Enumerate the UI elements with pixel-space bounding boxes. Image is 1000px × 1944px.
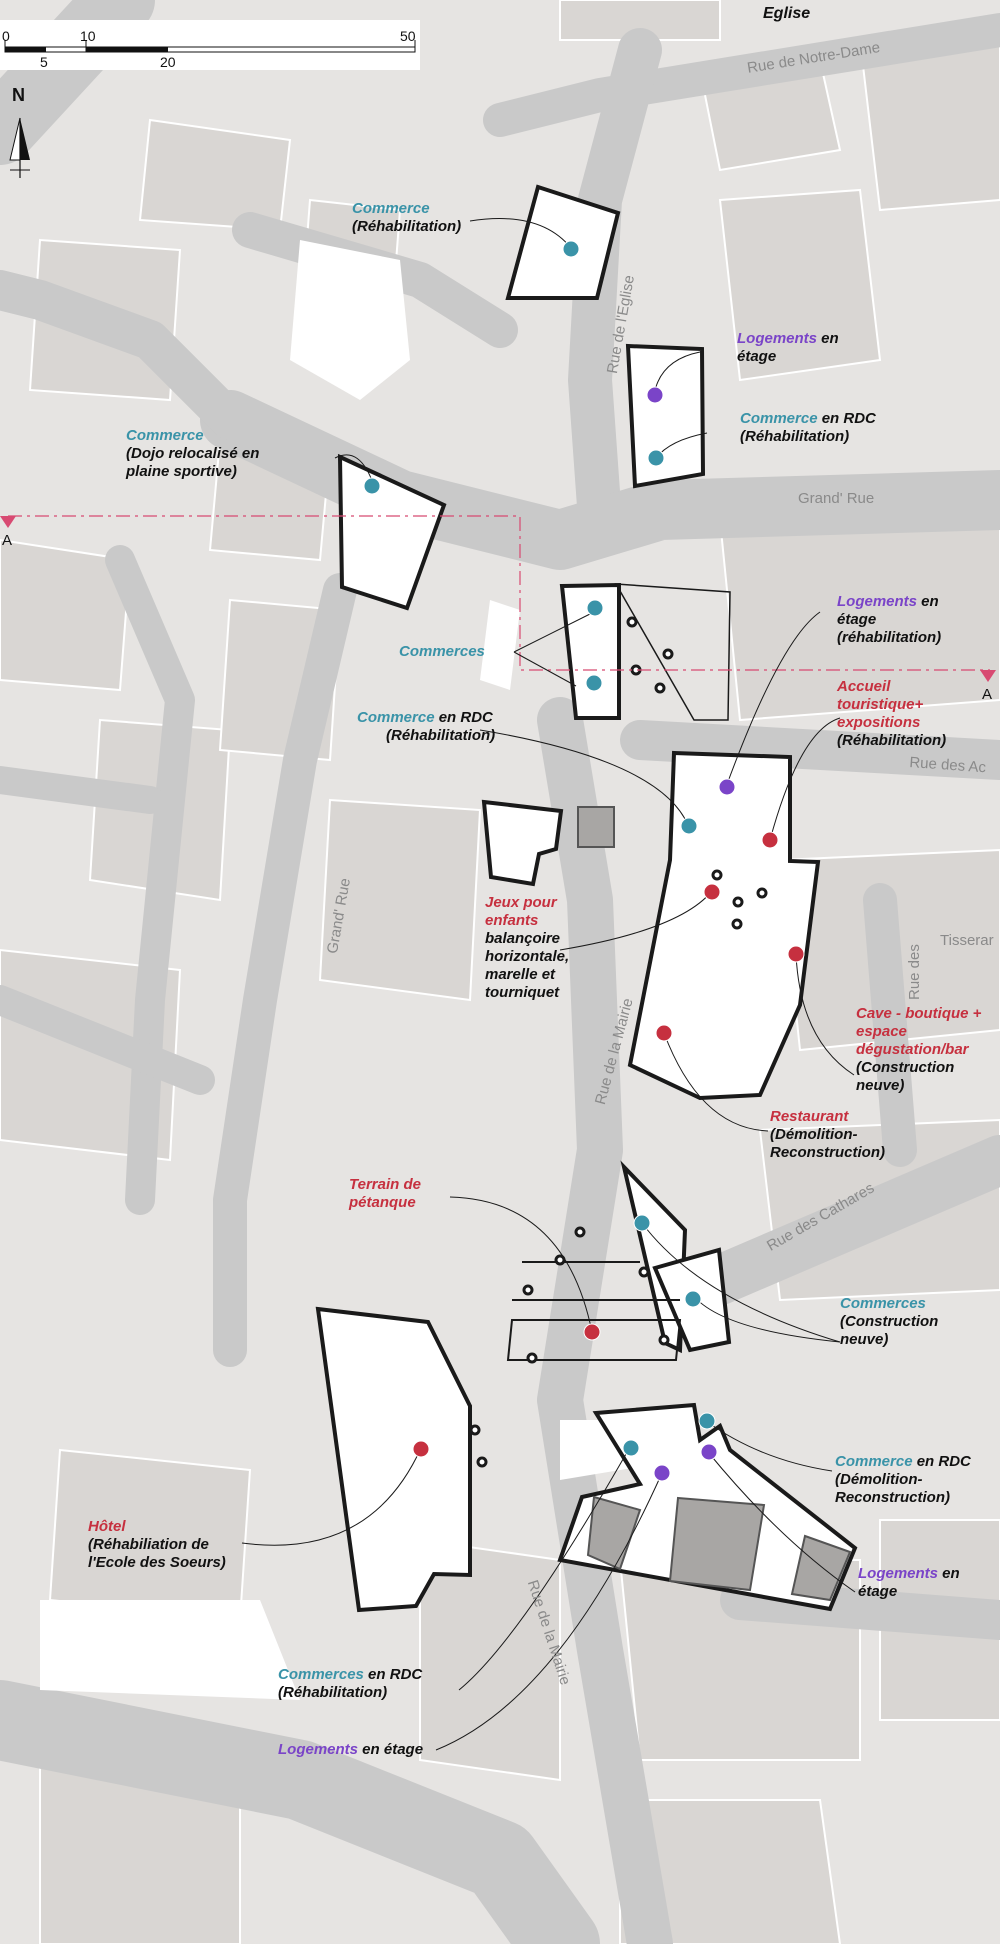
marker-logement (700, 1443, 718, 1461)
marker-logement (718, 778, 736, 796)
label-commerces: Commerces (399, 643, 485, 660)
label-logements-etage-2: Logements en étage (858, 1565, 960, 1600)
label-commerce-rdc-demol: Commerce en RDC (Démolition- Reconstruct… (835, 1453, 971, 1506)
label-commerce-rehab: Commerce (Réhabilitation) (352, 200, 462, 235)
label-jeux: Jeux pour enfants balançoire horizontale… (485, 894, 570, 1001)
markers (363, 240, 805, 1482)
building-annexe (481, 799, 564, 887)
marker-equipement (703, 883, 721, 901)
marker-commerce (633, 1214, 651, 1232)
marker-commerce (586, 599, 604, 617)
label-commerces-rdc-rehab: Commerces en RDC (Réhabilitation) (278, 1666, 423, 1701)
label-restaurant: Restaurant (Démolition- Reconstruction) (770, 1108, 886, 1161)
marker-logement (646, 386, 664, 404)
scale-bar (0, 20, 420, 70)
street-tisserand: Tisserar (940, 932, 994, 949)
marker-commerce (363, 477, 381, 495)
marker-equipement (761, 831, 779, 849)
street-eglise: Eglise (763, 5, 811, 22)
marker-equipement (583, 1323, 601, 1341)
street-grand-rue-top: Grand' Rue (798, 490, 875, 507)
label-accueil: Accueil touristique+ expositions (Réhabi… (837, 678, 947, 749)
marker-commerce (680, 817, 698, 835)
marker-commerce (562, 240, 580, 258)
label-commerces-neuve: Commerces (Construction neuve) (840, 1295, 939, 1348)
marker-equipement (787, 945, 805, 963)
marker-commerce (684, 1290, 702, 1308)
marker-equipement (655, 1024, 673, 1042)
label-logements-etage-1: Logements en étage (737, 330, 839, 365)
label-commerce-rdc-2: Commerce en RDC (Réhabilitation) (357, 709, 496, 744)
marker-logement (653, 1464, 671, 1482)
petanque-structure (506, 583, 731, 1361)
section-line (8, 515, 990, 671)
label-hotel: Hôtel (Réhabiliation de l'Ecole des Soeu… (88, 1518, 226, 1571)
scale-tick-5: 5 (40, 54, 48, 70)
label-petanque: Terrain de pétanque (349, 1176, 421, 1211)
posts (469, 616, 768, 1468)
scale-tick-50: 50 (400, 28, 416, 44)
scale-tick-0: 0 (2, 28, 10, 44)
section-marker-right (980, 670, 996, 682)
label-commerce-rdc-1: Commerce en RDC (Réhabilitation) (740, 410, 876, 445)
label-logements-etage-3: Logements en étage (278, 1741, 424, 1758)
marker-commerce (622, 1439, 640, 1457)
section-label-right: A (982, 686, 993, 703)
marker-commerce (585, 674, 603, 692)
demolition-areas (577, 806, 852, 1602)
label-cave: Cave - boutique + espace dégustation/bar… (856, 1005, 982, 1094)
north-label: N (12, 85, 25, 105)
street-rue-des: Rue des (906, 944, 923, 1000)
label-logements-rehab: Logements en étage (réhabilitation) (837, 593, 942, 646)
section-marker-left (0, 516, 16, 528)
building-logements-1 (625, 343, 706, 489)
leader-lines (241, 218, 856, 1751)
marker-commerce (698, 1412, 716, 1430)
building-commerces-2 (559, 582, 621, 720)
scale-tick-10: 10 (80, 28, 96, 44)
building-hotel (315, 1306, 472, 1613)
north-arrow-icon (9, 117, 30, 178)
label-dojo: Commerce (Dojo relocalisé en plaine spor… (126, 427, 260, 480)
marker-commerce (647, 449, 665, 467)
scale-tick-20: 20 (160, 54, 176, 70)
building-dojo (337, 453, 447, 611)
building-commerce-1 (505, 184, 621, 300)
marker-equipement (412, 1440, 430, 1458)
section-label-left: A (2, 532, 13, 549)
